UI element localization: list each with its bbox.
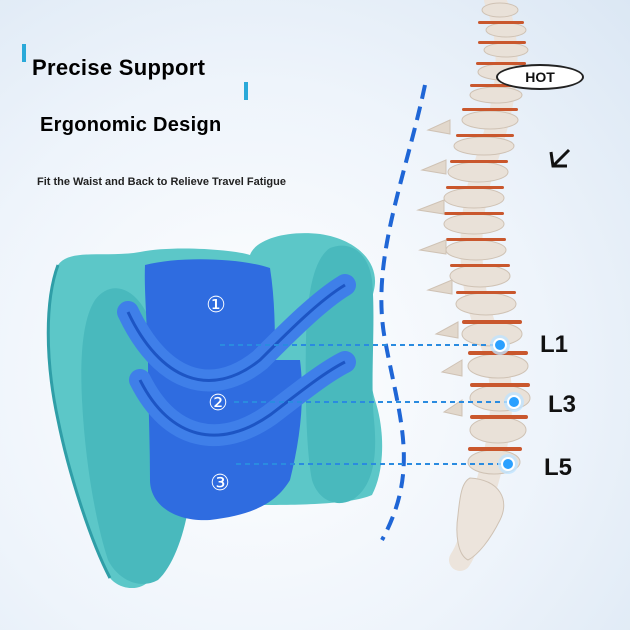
lumbar-pillow — [46, 233, 383, 589]
zone-1-label: ① — [206, 293, 226, 318]
title-bracket-right — [244, 82, 248, 100]
tagline: Fit the Waist and Back to Relieve Travel… — [37, 176, 286, 188]
level-nodes — [490, 335, 524, 474]
zone-3-label: ③ — [210, 471, 230, 496]
label-l1: L1 — [540, 331, 569, 358]
connector-lines — [220, 344, 514, 465]
label-l5: L5 — [544, 454, 573, 481]
spine-curve-dashed-line — [379, 84, 427, 541]
zone-2-label: ② — [208, 391, 228, 416]
corner-arrow-icon — [549, 148, 571, 168]
headline-ergonomic-design: Ergonomic Design — [40, 114, 222, 136]
zone-markers: ① ② ③ — [206, 293, 230, 496]
label-l3: L3 — [548, 391, 577, 418]
hot-badge: HOT — [496, 64, 584, 90]
title-bracket-top — [22, 44, 26, 62]
headline-precise-support: Precise Support — [32, 55, 206, 80]
